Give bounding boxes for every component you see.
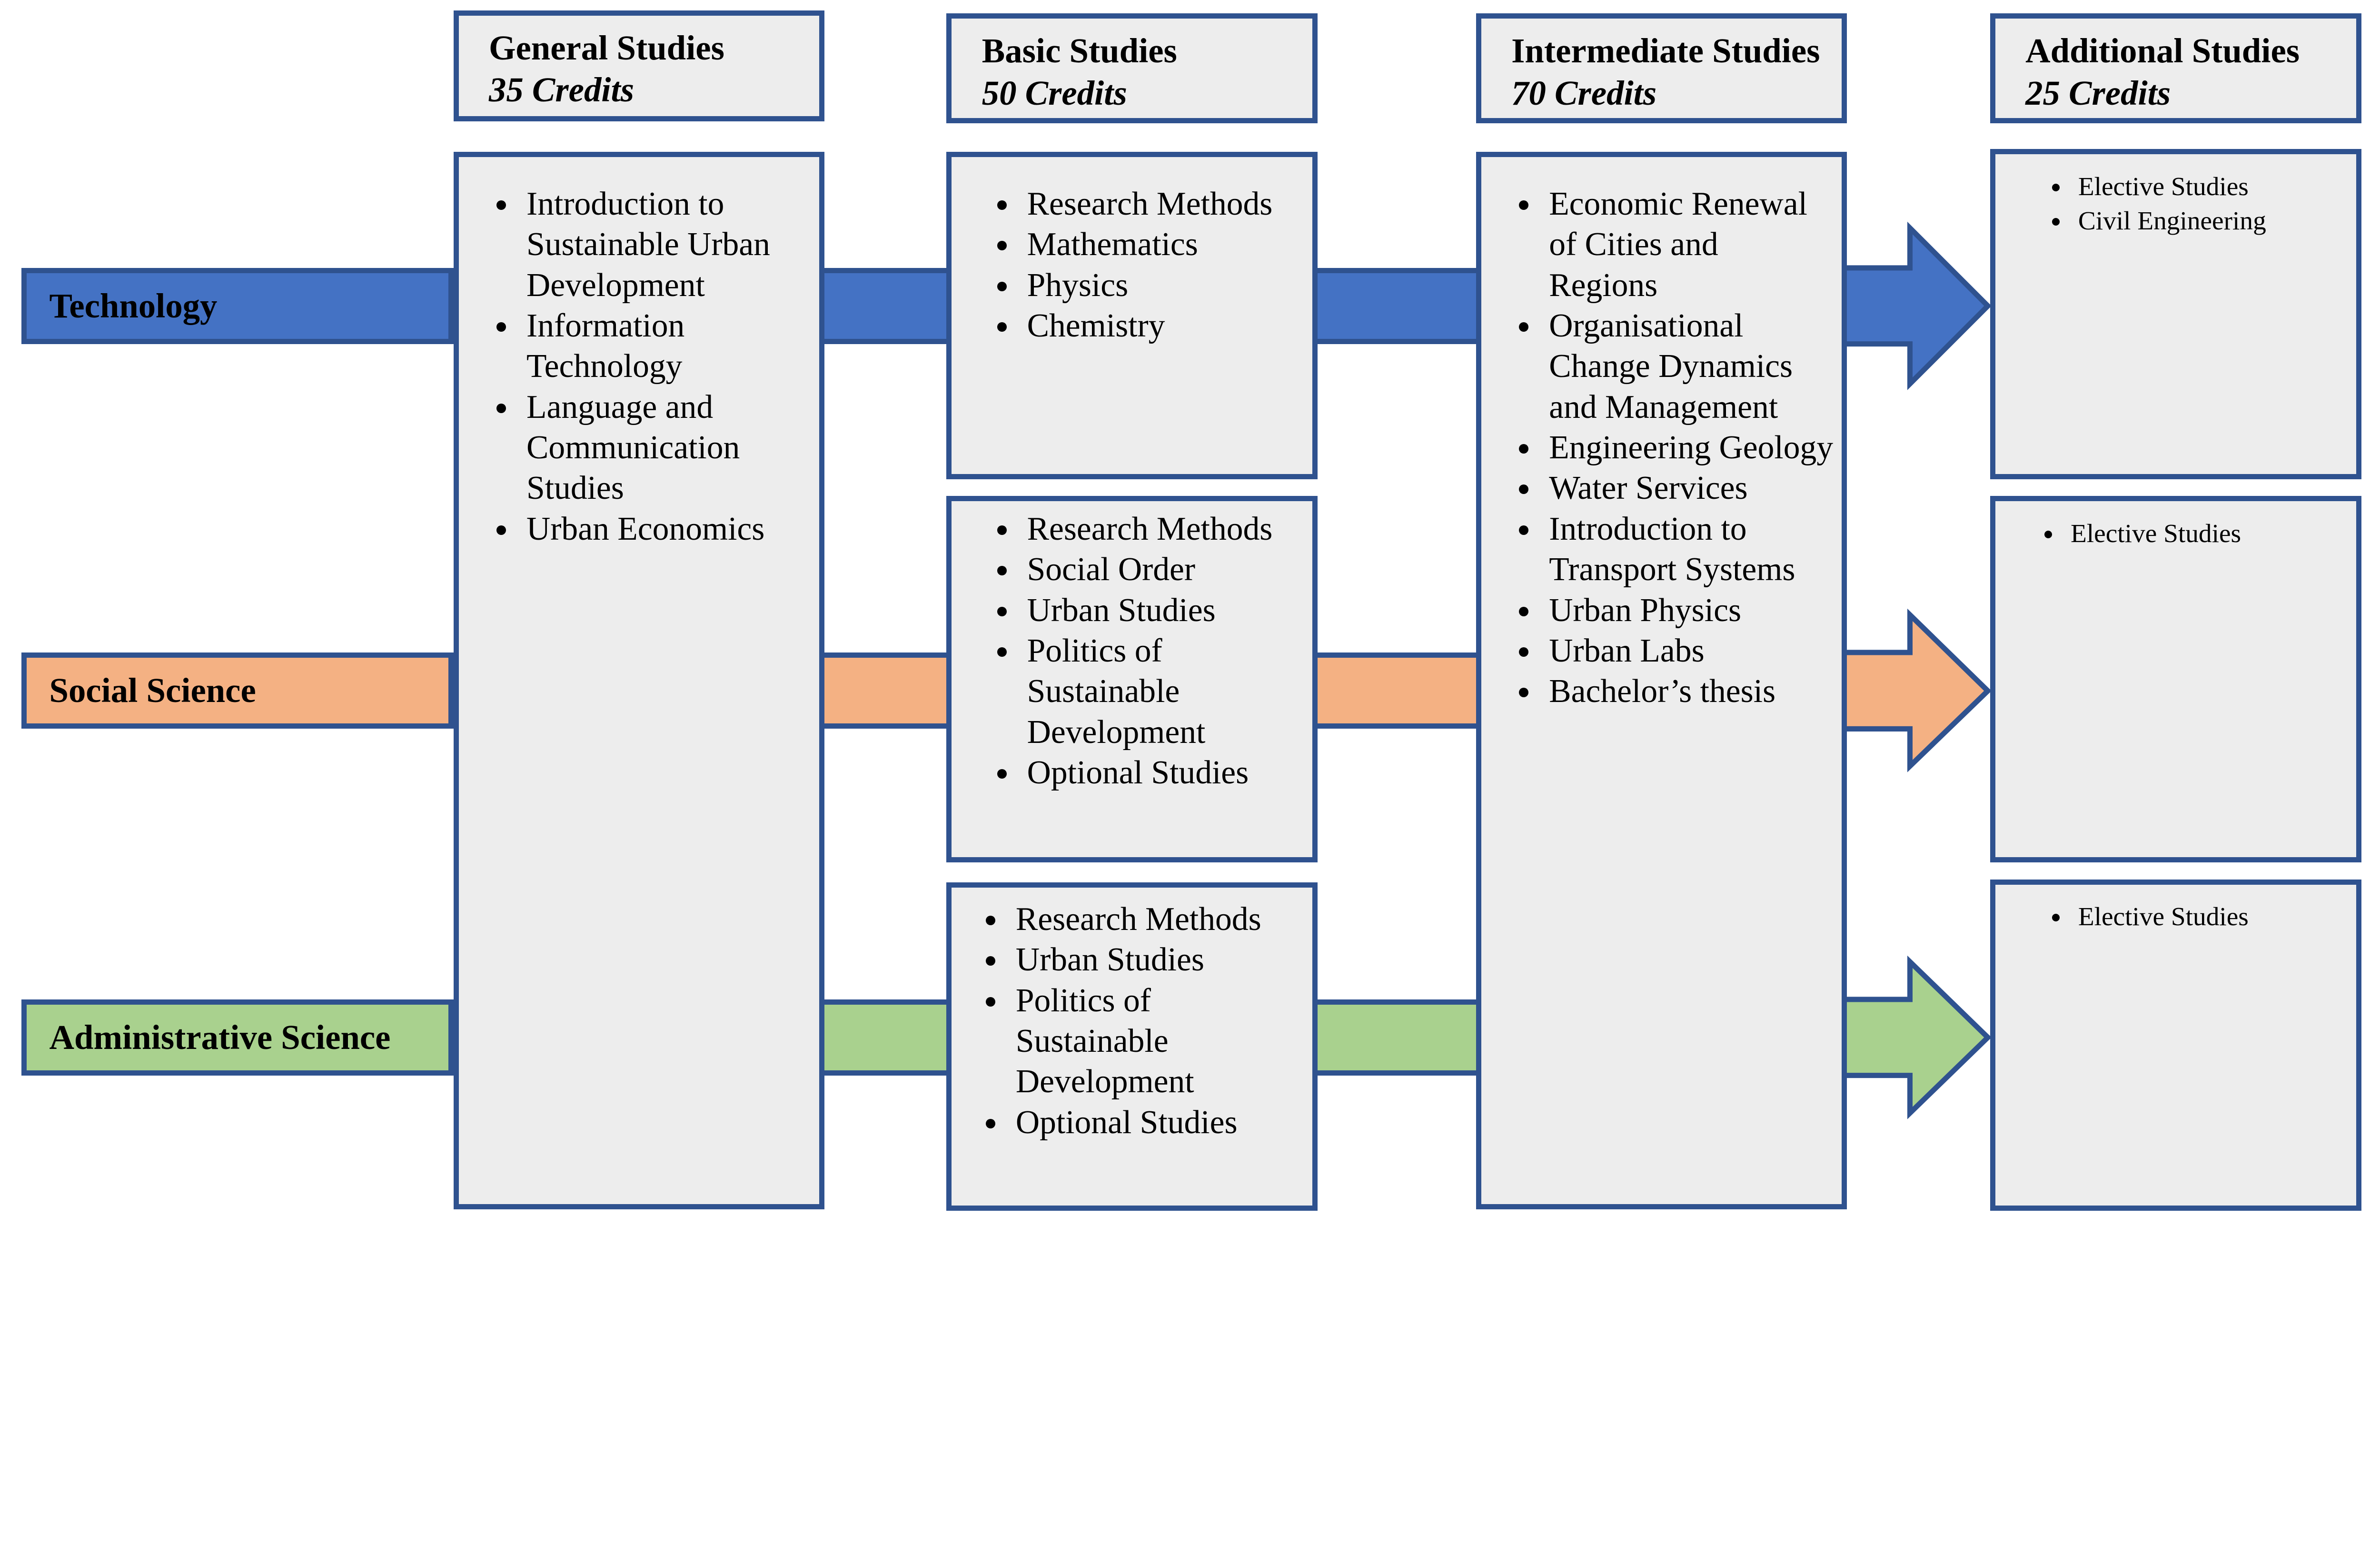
arrows <box>1841 221 1992 1119</box>
list-item: Elective Studies <box>2071 169 2349 204</box>
stage-title: Intermediate Studies <box>1511 31 1820 70</box>
header-additional-studies: Additional Studies 25 Credits <box>1990 13 2362 123</box>
list-item: Urban Studies <box>1008 939 1305 980</box>
list-item: Urban Physics <box>1541 590 1834 631</box>
list-item: Bachelor’s thesis <box>1541 671 1834 712</box>
list-item: Politics of Sustainable Development <box>1008 980 1305 1102</box>
track-social-science: Social Science <box>21 652 454 729</box>
stage-credits: 35 Credits <box>488 70 635 109</box>
stage-credits: 70 Credits <box>1511 73 1657 112</box>
list-item: Urban Labs <box>1541 631 1834 671</box>
list-item: Physics <box>1020 265 1305 306</box>
stage-credits: 50 Credits <box>982 73 1127 112</box>
list-item: Civil Engineering <box>2071 204 2349 238</box>
stage-title: Additional Studies <box>2025 31 2300 70</box>
list-item: Urban Economics <box>519 509 812 549</box>
list-item: Information Technology <box>519 306 812 387</box>
additional-studies-administrative-science-box: Elective Studies <box>1990 879 2362 1211</box>
list-item: Research Methods <box>1008 899 1305 939</box>
intermediate-studies-box: Economic Renewal of Cities and Regions O… <box>1476 152 1847 1210</box>
track-label: Administrative Science <box>49 1018 391 1057</box>
basic-studies-technology-list: Research Methods Mathematics Physics Che… <box>952 157 1312 346</box>
list-item: Chemistry <box>1020 306 1305 346</box>
list-item: Social Order <box>1020 549 1305 590</box>
additional-studies-administrative-science-list: Elective Studies <box>1995 885 2356 934</box>
list-item: Urban Studies <box>1020 590 1305 631</box>
list-item: Mathematics <box>1020 224 1305 265</box>
technology-arrow <box>1841 221 1992 390</box>
list-item: Engineering Geology <box>1541 427 1834 468</box>
general-studies-box: Introduction to Sustainable Urban Develo… <box>453 152 825 1210</box>
basic-studies-administrative-science-list: Research Methods Urban Studies Politics … <box>952 888 1312 1143</box>
additional-studies-social-science-list: Elective Studies <box>1995 501 2356 551</box>
administrative-science-arrow <box>1841 955 1992 1119</box>
stage-title: General Studies <box>488 28 724 67</box>
list-item: Optional Studies <box>1008 1102 1305 1143</box>
header-intermediate-studies: Intermediate Studies 70 Credits <box>1476 13 1847 123</box>
list-item: Optional Studies <box>1020 752 1305 793</box>
list-item: Politics of Sustainable Development <box>1020 631 1305 752</box>
list-item: Organisational Change Dynamics and Manag… <box>1541 306 1834 427</box>
additional-studies-technology-list: Elective Studies Civil Engineering <box>1995 154 2356 238</box>
intermediate-studies-list: Economic Renewal of Cities and Regions O… <box>1481 157 1842 712</box>
list-item: Elective Studies <box>2063 516 2349 551</box>
track-label: Technology <box>49 286 218 325</box>
additional-studies-technology-box: Elective Studies Civil Engineering <box>1990 149 2362 480</box>
list-item: Introduction to Sustainable Urban Develo… <box>519 184 812 306</box>
stage-title: Basic Studies <box>982 31 1177 70</box>
stage-credits: 25 Credits <box>2025 73 2171 112</box>
basic-studies-administrative-science-box: Research Methods Urban Studies Politics … <box>946 882 1318 1211</box>
general-studies-list: Introduction to Sustainable Urban Develo… <box>459 157 820 549</box>
list-item: Elective Studies <box>2071 900 2349 934</box>
basic-studies-social-science-list: Research Methods Social Order Urban Stud… <box>952 501 1312 793</box>
basic-studies-technology-box: Research Methods Mathematics Physics Che… <box>946 152 1318 480</box>
list-item: Research Methods <box>1020 509 1305 549</box>
list-item: Research Methods <box>1020 184 1305 224</box>
social-science-arrow <box>1841 608 1992 772</box>
list-item: Introduction to Transport Systems <box>1541 509 1834 590</box>
track-label: Social Science <box>49 671 256 710</box>
track-technology: Technology <box>21 267 454 344</box>
track-administrative-science: Administrative Science <box>21 999 454 1076</box>
list-item: Language and Communication Studies <box>519 387 812 509</box>
additional-studies-social-science-box: Elective Studies <box>1990 496 2362 863</box>
basic-studies-social-science-box: Research Methods Social Order Urban Stud… <box>946 496 1318 863</box>
list-item: Economic Renewal of Cities and Regions <box>1541 184 1834 306</box>
list-item: Water Services <box>1541 468 1834 508</box>
